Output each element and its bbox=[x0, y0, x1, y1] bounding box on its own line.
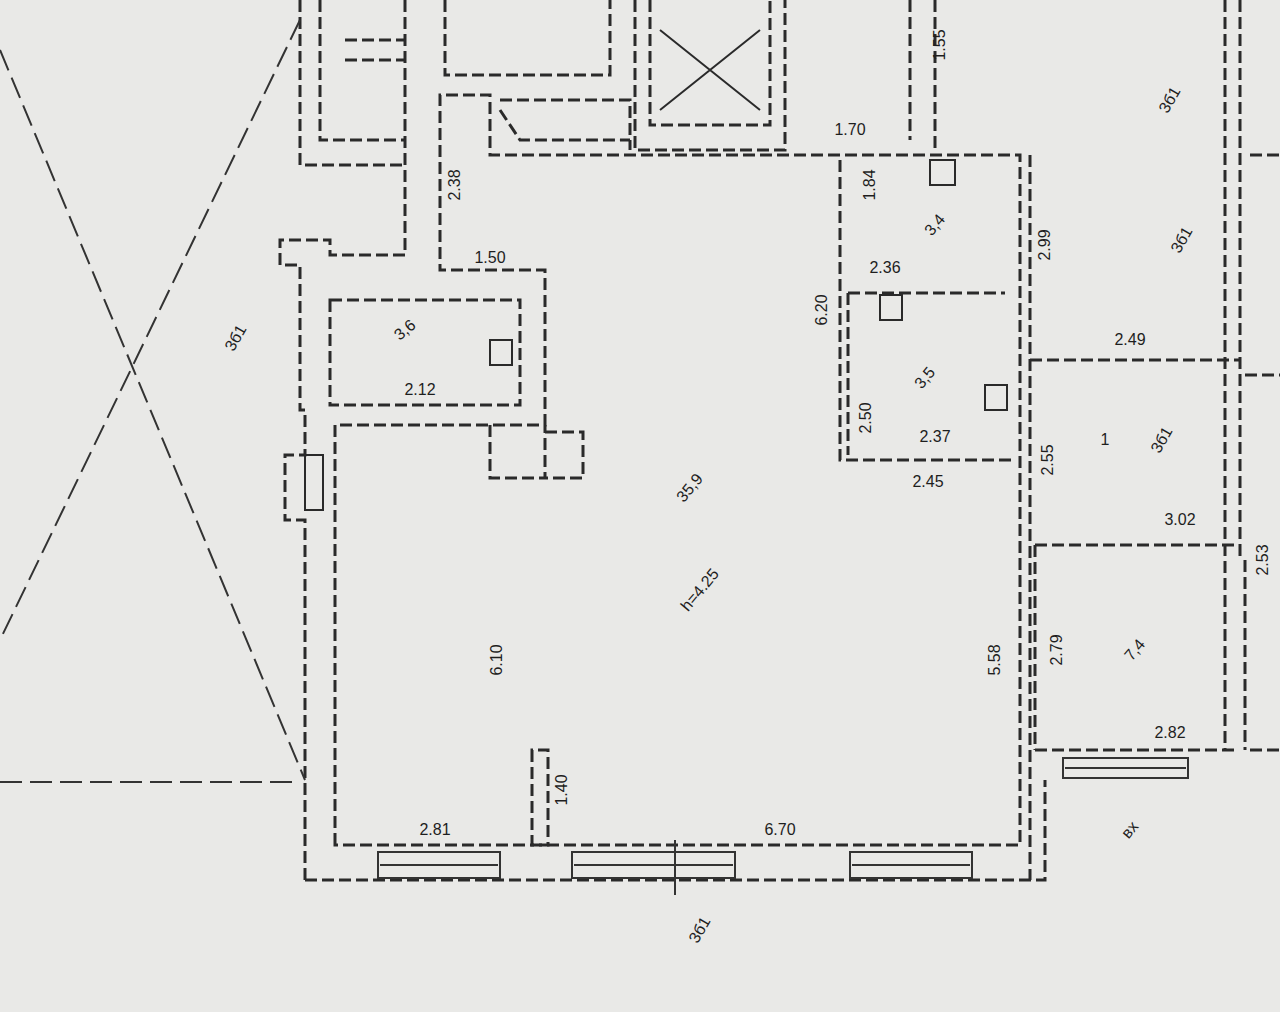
corridor bbox=[500, 100, 630, 150]
dimension-label: 2.49 bbox=[1112, 331, 1147, 349]
dimension-label: 2.37 bbox=[917, 428, 952, 446]
dimension-label: 7,4 bbox=[1120, 634, 1151, 666]
dimension-label: 2.82 bbox=[1152, 724, 1187, 742]
dimension-label: 2.36 bbox=[867, 259, 902, 277]
dimension-label: 6.10 bbox=[488, 642, 506, 677]
dimension-label: 1.84 bbox=[861, 167, 879, 202]
dimension-label: 3,4 bbox=[920, 209, 951, 241]
column bbox=[490, 425, 583, 478]
axis-lines bbox=[0, 20, 305, 782]
fixture bbox=[930, 160, 955, 185]
axis-line bbox=[0, 781, 300, 783]
dimension-label: 3б1 bbox=[1154, 82, 1185, 118]
fixture bbox=[490, 340, 512, 365]
lift-cross bbox=[660, 30, 760, 110]
dimension-label: 2.38 bbox=[446, 167, 464, 202]
dimension-label: 3б1 bbox=[220, 320, 251, 356]
dimension-label: 3б1 bbox=[1166, 222, 1197, 258]
dimension-label: h=4.25 bbox=[676, 564, 724, 616]
dimension-label: 3,5 bbox=[910, 362, 941, 394]
fixture bbox=[880, 295, 902, 320]
stair bbox=[300, 0, 405, 165]
bath-block bbox=[840, 160, 1015, 460]
shaft bbox=[445, 0, 785, 150]
dimension-label: 2.55 bbox=[1039, 442, 1057, 477]
right-wall bbox=[910, 0, 1280, 880]
left-room bbox=[330, 300, 520, 405]
dimension-label: 5.58 bbox=[986, 642, 1004, 677]
outer-wall bbox=[280, 0, 1045, 880]
partition bbox=[532, 750, 548, 845]
fixture bbox=[305, 455, 323, 510]
dimension-label: 3,6 bbox=[389, 315, 421, 346]
dimension-label: 1.70 bbox=[832, 121, 867, 139]
dimension-label: 2.12 bbox=[402, 381, 437, 399]
dimension-label: 2.79 bbox=[1048, 632, 1066, 667]
dimension-label: вх bbox=[1117, 816, 1144, 843]
fixtures bbox=[305, 30, 1007, 510]
walls bbox=[280, 0, 1280, 880]
dimension-label: 2.45 bbox=[910, 473, 945, 491]
dimension-label: 6.20 bbox=[813, 292, 831, 327]
dimension-label: 1.50 bbox=[472, 249, 507, 267]
dimension-label: 3.02 bbox=[1162, 511, 1197, 529]
dimension-label: 2.81 bbox=[417, 821, 452, 839]
main-room bbox=[335, 95, 1020, 845]
fixture bbox=[985, 385, 1007, 410]
windows bbox=[378, 758, 1188, 895]
dimension-label: 35,9 bbox=[672, 469, 708, 507]
axis-line bbox=[0, 20, 300, 640]
dimension-label: 2.99 bbox=[1036, 227, 1054, 262]
dimension-label: 2.53 bbox=[1254, 542, 1272, 577]
axis-line bbox=[0, 50, 305, 780]
dimension-label: 1.55 bbox=[931, 27, 949, 62]
dimension-label: 3б1 bbox=[1146, 422, 1177, 458]
dimension-label: 1.40 bbox=[553, 772, 571, 807]
dimension-label: 2.50 bbox=[857, 400, 875, 435]
dimension-label: 3б1 bbox=[684, 912, 715, 948]
dimension-label: 1 bbox=[1099, 431, 1112, 449]
dimension-label: 6.70 bbox=[762, 821, 797, 839]
window-line bbox=[380, 768, 1186, 895]
